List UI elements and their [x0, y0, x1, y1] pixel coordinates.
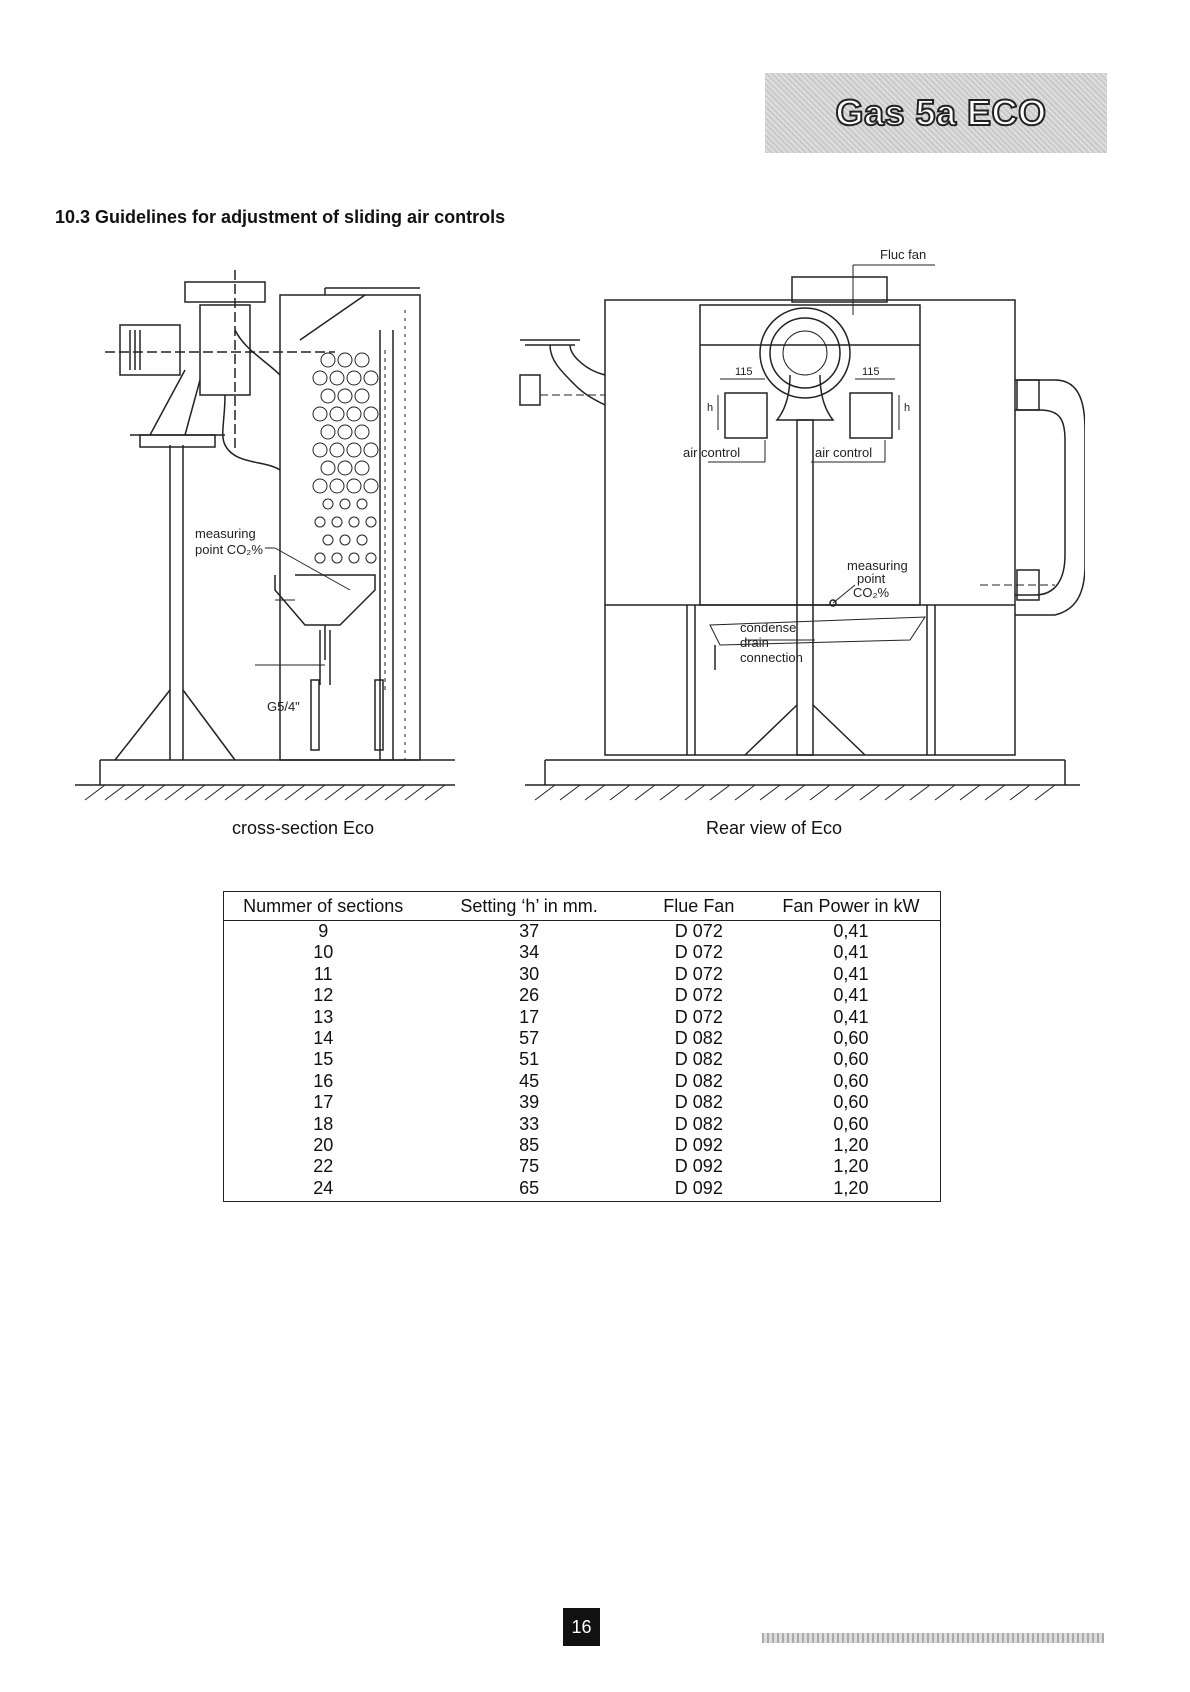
table-row: 22 75 D 092 1,20 — [224, 1156, 941, 1177]
cell-setting: 65 — [519, 1177, 540, 1198]
condense-label-3: connection — [740, 650, 803, 665]
cell-sections: 22 — [313, 1156, 334, 1177]
cell-setting: 37 — [519, 921, 540, 941]
cell-fan: D 092 — [674, 1177, 723, 1198]
air-control-left: air control — [683, 445, 740, 460]
cell-setting: 51 — [519, 1049, 540, 1070]
brand-banner: Gas 5a ECO — [765, 73, 1107, 153]
cell-fan: D 082 — [674, 1070, 723, 1091]
table-row: 15 51 D 082 0,60 — [224, 1049, 941, 1070]
table-row: 24 65 D 092 1,20 — [224, 1178, 941, 1202]
cell-fan: D 072 — [674, 942, 723, 963]
cell-sections: 15 — [313, 1049, 334, 1070]
condense-label-1: condense — [740, 620, 796, 635]
table-row: 16 45 D 082 0,60 — [224, 1071, 941, 1092]
cell-setting: 39 — [519, 1092, 540, 1113]
rear-measuring-2: point — [857, 571, 886, 586]
table-row: 13 17 D 072 0,41 — [224, 1007, 941, 1028]
cell-fan: D 072 — [674, 985, 723, 1006]
cell-sections: 18 — [313, 1113, 334, 1134]
rear-measuring-1: measuring — [847, 558, 908, 573]
h-left: h — [707, 402, 713, 414]
cell-setting: 34 — [519, 942, 540, 963]
table-header-row: Nummer of sections Setting ‘h’ in mm. Fl… — [223, 891, 941, 921]
cell-power: 0,60 — [833, 1049, 869, 1070]
cell-sections: 24 — [313, 1177, 334, 1198]
cell-power: 1,20 — [833, 1135, 869, 1156]
fan-label: Fluc fan — [880, 247, 926, 262]
cross-section-drawing: measuring point CO₂% G5/4" — [75, 270, 455, 801]
cell-power: 0,60 — [833, 1070, 869, 1091]
cell-setting: 45 — [519, 1070, 540, 1091]
rear-view-drawing: Fluc fan 115 115 h h air control air con… — [519, 247, 1085, 801]
cell-setting: 75 — [519, 1156, 540, 1177]
cell-fan: D 092 — [674, 1135, 723, 1156]
cell-power: 0,60 — [833, 1092, 869, 1113]
brand-title: Gas 5a ECO — [834, 91, 1047, 134]
cell-power: 0,41 — [833, 985, 869, 1006]
cell-setting: 85 — [519, 1135, 540, 1156]
air-control-settings-table: Nummer of sections Setting ‘h’ in mm. Fl… — [223, 891, 941, 1203]
cell-power: 0,60 — [833, 1028, 869, 1049]
cell-setting: 57 — [519, 1028, 540, 1049]
dim-left: 115 — [735, 366, 753, 378]
header-flue-fan: Flue Fan — [635, 891, 762, 921]
cell-sections: 16 — [313, 1070, 334, 1091]
cell-fan: D 072 — [674, 963, 723, 984]
table-row: 12 26 D 072 0,41 — [224, 985, 941, 1006]
page-number: 16 — [563, 1608, 600, 1646]
header-sections: Nummer of sections — [223, 891, 423, 921]
cell-sections: 10 — [313, 942, 334, 963]
cell-sections: 17 — [313, 1092, 334, 1113]
condense-label-2: drain — [740, 635, 769, 650]
cell-setting: 26 — [519, 985, 540, 1006]
measuring-label-1: measuring — [195, 526, 256, 541]
thread-label: G5/4" — [267, 699, 300, 714]
cell-power: 1,20 — [833, 1156, 869, 1177]
rear-view-caption: Rear view of Eco — [706, 818, 843, 838]
cell-sections: 20 — [313, 1135, 334, 1156]
cell-fan: D 082 — [674, 1092, 723, 1113]
cell-power: 0,41 — [833, 942, 869, 963]
section-heading: 10.3 Guidelines for adjustment of slidin… — [55, 207, 506, 227]
dim-right: 115 — [862, 366, 880, 378]
cell-fan: D 072 — [674, 921, 723, 941]
table-row: 18 33 D 082 0,60 — [224, 1114, 941, 1135]
cell-sections: 14 — [313, 1028, 334, 1049]
cell-sections: 9 — [318, 921, 329, 941]
measuring-label-2: point CO₂% — [195, 542, 263, 557]
cell-power: 1,20 — [833, 1177, 869, 1198]
cell-sections: 13 — [313, 1006, 334, 1027]
cross-section-caption: cross-section Eco — [232, 818, 375, 838]
table-row: 11 30 D 072 0,41 — [224, 964, 941, 985]
cell-sections: 11 — [313, 963, 333, 984]
table-row: 17 39 D 082 0,60 — [224, 1092, 941, 1113]
footer-decoration — [762, 1633, 1104, 1643]
h-right: h — [904, 402, 910, 414]
cell-setting: 17 — [519, 1006, 540, 1027]
cell-setting: 30 — [519, 963, 540, 984]
cell-power: 0,41 — [833, 1006, 869, 1027]
cell-fan: D 082 — [674, 1049, 723, 1070]
cell-power: 0,41 — [833, 921, 869, 941]
cell-fan: D 082 — [674, 1113, 723, 1134]
cell-fan: D 092 — [674, 1156, 723, 1177]
table-row: 9 37 D 072 0,41 — [224, 921, 941, 943]
cell-fan: D 082 — [674, 1028, 723, 1049]
table-row: 14 57 D 082 0,60 — [224, 1028, 941, 1049]
header-setting-h: Setting ‘h’ in mm. — [422, 891, 636, 921]
table-row: 10 34 D 072 0,41 — [224, 942, 941, 963]
cell-power: 0,41 — [833, 963, 869, 984]
rear-measuring-3: CO₂% — [853, 585, 890, 600]
cell-sections: 12 — [313, 985, 334, 1006]
cell-power: 0,60 — [833, 1113, 869, 1134]
air-control-right: air control — [815, 445, 872, 460]
cell-setting: 33 — [519, 1113, 540, 1134]
header-fan-power: Fan Power in kW — [761, 891, 941, 921]
table-row: 20 85 D 092 1,20 — [224, 1135, 941, 1156]
cell-fan: D 072 — [674, 1006, 723, 1027]
